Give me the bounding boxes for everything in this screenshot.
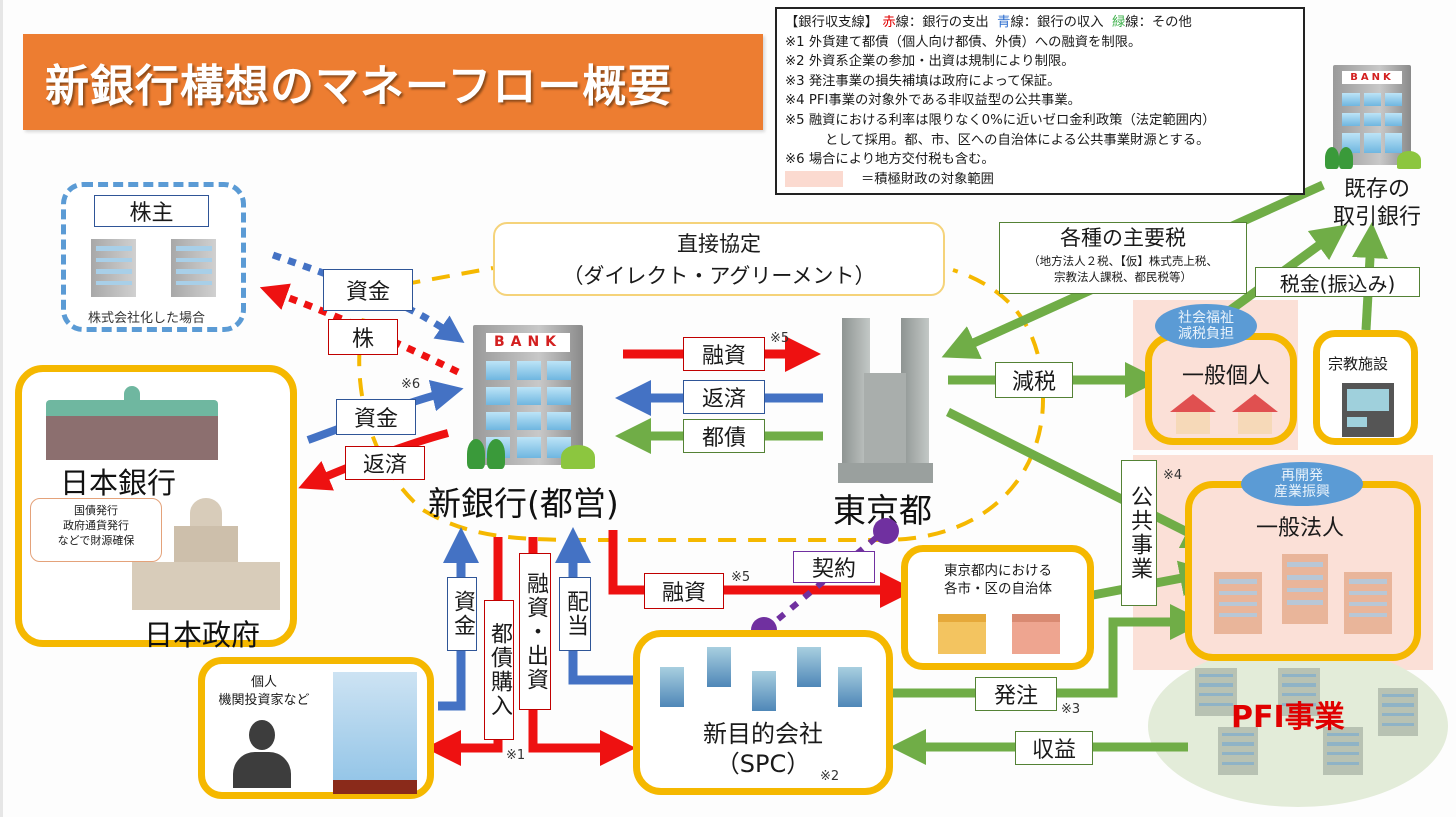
corporations-tag: 再開発 産業振興: [1241, 462, 1363, 506]
facility-building-icon: [1342, 383, 1394, 437]
spc-label: 新目的会社 （SPC）: [703, 720, 823, 778]
direct-agreement-box: 直接協定 （ダイレクト・アグリーメント）: [493, 222, 945, 296]
label-tax-transfer: 税金(振込み): [1255, 267, 1420, 297]
school-building-icon: [938, 614, 986, 654]
investors-box: 個人 機関投資家など: [198, 657, 434, 799]
boj-government-box: 日本銀行 国債発行 政府通貨発行 などで財源確保 日本政府: [15, 365, 297, 652]
label-boj-repay: 返済: [345, 446, 425, 480]
label-dividend: 配当: [559, 577, 591, 651]
tower-building-icon: [333, 672, 417, 794]
note-order: ※3: [1061, 702, 1081, 717]
spc-building-icon: [797, 647, 821, 687]
legend-blue-key: 青: [997, 15, 1011, 30]
person-icon: [233, 720, 291, 788]
office-building-icon: [171, 239, 216, 297]
legend-box: 【銀行収支線】 赤線：銀行の支出 青線：銀行の収入 緑線：その他 ※1 外貨建て…: [775, 7, 1305, 195]
legend-note-3: ※3 発注事業の損失補填は政府によって保証。: [785, 73, 1061, 89]
legend-red-key: 赤: [882, 15, 896, 30]
note-spc: ※2: [820, 769, 840, 784]
legend-note-5: ※5 融資における利率は限りなく0%に近いゼロ金利政策（法定範囲内）: [785, 112, 1216, 128]
legend-note-6: ※6 場合により地方交付税も含む。: [785, 152, 995, 168]
school-building-icon: [1012, 614, 1060, 654]
existing-bank-label: 既存の 取引銀行: [1332, 177, 1421, 230]
municipalities-box: 東京都内における 各市・区の自治体: [901, 545, 1094, 670]
label-shareholder-funds: 資金: [323, 269, 413, 311]
label-loan-invest: 融資・出資: [519, 553, 551, 710]
note-loan-muni: ※5: [731, 570, 751, 585]
corporations-box: 一般法人: [1185, 481, 1421, 661]
pfi-building-icon: [1378, 688, 1418, 736]
religious-facilities-label: 宗教施設: [1328, 355, 1389, 373]
label-contract: 契約: [793, 551, 875, 583]
page-title: 新銀行構想のマネーフロー概要: [45, 61, 673, 112]
office-building-icon: [1214, 572, 1262, 634]
diet-building-icon: [132, 498, 280, 610]
label-investor-funds: 資金: [447, 577, 477, 651]
religious-facilities-box: 宗教施設: [1313, 330, 1418, 445]
pfi-label: PFI事業: [1231, 700, 1345, 735]
corporations-label: 一般法人: [1256, 516, 1345, 541]
new-bank-building-icon: BANK: [467, 325, 595, 469]
label-tax-cut: 減税: [995, 362, 1073, 398]
spc-building-icon: [660, 667, 684, 707]
label-repay-tokyo: 返済: [683, 380, 765, 414]
major-taxes-box: 各種の主要税 （地方法人２税、【仮】株式売上税、 宗教法人課税、都民税等）: [999, 222, 1247, 294]
individuals-box: 一般個人: [1145, 333, 1297, 445]
pfi-building-icon: [1195, 668, 1237, 716]
office-building-icon: [91, 239, 136, 297]
pfi-building-icon: [1218, 727, 1258, 775]
investors-label: 個人 機関投資家など: [218, 675, 310, 708]
label-boj-funds: 資金: [336, 399, 416, 435]
pfi-building-icon: [1278, 668, 1320, 716]
major-taxes-title: 各種の主要税: [1060, 226, 1186, 250]
pfi-building-icon: [1323, 727, 1363, 775]
label-tokyo-bonds: 都債: [683, 419, 765, 453]
legend-note-2: ※2 外資系企業の参加・出資は規制により制限。: [785, 54, 1075, 70]
house-icon: [1232, 394, 1278, 434]
note-bond-purchase: ※1: [506, 748, 526, 763]
direct-agreement-subtitle: （ダイレクト・アグリーメント）: [562, 264, 876, 288]
new-bank-label: 新銀行(都営): [428, 484, 619, 523]
shareholders-box: 株主 株式会社化した場合: [61, 182, 246, 332]
title-banner: 新銀行構想のマネーフロー概要: [23, 34, 763, 130]
individuals-label: 一般個人: [1182, 364, 1271, 389]
spc-building-icon: [707, 647, 731, 687]
label-shares: 株: [328, 319, 398, 355]
office-building-icon: [1344, 572, 1392, 634]
label-order: 発注: [975, 677, 1057, 711]
legend-note-5-cont: として採用。都、市、区への自治体による公共事業財源とする。: [825, 132, 1210, 148]
label-loan-tokyo: 融資: [683, 337, 765, 371]
office-building-icon: [1282, 554, 1328, 624]
label-public-works: 公共事業: [1121, 460, 1157, 606]
legend-header: 【銀行収支線】 赤線：銀行の支出 青線：銀行の収入 緑線：その他: [785, 15, 1192, 30]
existing-bank-building-icon: BANK: [1325, 65, 1421, 169]
individuals-tag: 社会福祉 減税負担: [1155, 304, 1257, 348]
tokyo-government-building-icon: [838, 318, 933, 483]
fiscal-swatch: [785, 170, 843, 187]
legend-note-1: ※1 外貨建て都債（個人向け都債、外債）への融資を制限。: [785, 34, 1142, 50]
government-label: 日本政府: [144, 618, 261, 652]
boj-label: 日本銀行: [60, 466, 177, 500]
shareholders-title: 株主: [94, 195, 209, 227]
municipalities-label: 東京都内における 各市・区の自治体: [944, 563, 1052, 597]
label-revenue: 収益: [1015, 731, 1093, 765]
contract-endpoint-top: [873, 518, 899, 544]
shareholders-caption: 株式会社化した場合: [88, 311, 206, 326]
direct-agreement-title: 直接協定: [677, 232, 761, 256]
note-boj-funds: ※6: [401, 377, 421, 392]
note-public-works: ※4: [1163, 468, 1183, 483]
label-bond-purchase: 都債購入: [484, 600, 514, 740]
label-loan-muni: 融資: [644, 573, 724, 609]
spc-box: 新目的会社 （SPC） ※2: [633, 630, 893, 795]
boj-building-icon: [46, 386, 218, 460]
legend-swatch-row: ＝積極財政の対象範囲: [785, 170, 1295, 190]
legend-note-4: ※4 PFI事業の対象外である非収益型の公共事業。: [785, 93, 1081, 109]
legend-green-key: 緑: [1112, 15, 1126, 30]
spc-building-icon: [752, 671, 776, 711]
house-icon: [1170, 394, 1216, 434]
spc-building-icon: [838, 667, 862, 707]
note-loan-tokyo: ※5: [770, 331, 790, 346]
gov-callout: 国債発行 政府通貨発行 などで財源確保: [30, 498, 162, 562]
